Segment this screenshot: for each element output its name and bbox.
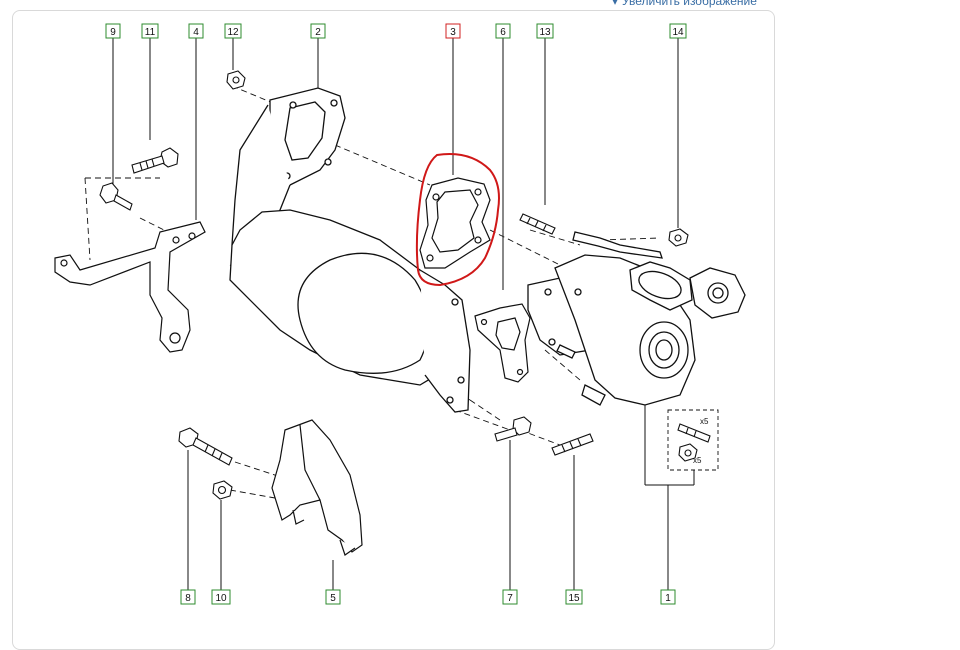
bolt-9 — [99, 182, 133, 211]
callout-12[interactable]: 12 — [224, 23, 242, 39]
callout-9-label: 9 — [110, 27, 116, 38]
turbocharger-part — [527, 231, 746, 406]
callout-10[interactable]: 10 — [211, 589, 231, 605]
leader-lines — [112, 37, 695, 590]
callout-labels: 9 11 4 12 2 3 6 13 — [105, 23, 687, 605]
callout-4[interactable]: 4 — [188, 23, 204, 39]
callout-1-label: 1 — [665, 593, 671, 604]
callout-4-label: 4 — [193, 27, 199, 38]
callout-12-label: 12 — [227, 27, 239, 38]
callout-8-label: 8 — [185, 593, 191, 604]
callout-7[interactable]: 7 — [502, 589, 518, 605]
quantity-box — [667, 409, 719, 471]
nut-12 — [226, 70, 246, 90]
bracket-part — [54, 221, 206, 353]
callout-2[interactable]: 2 — [310, 23, 326, 39]
callout-8[interactable]: 8 — [180, 589, 196, 605]
callout-15-label: 15 — [568, 593, 580, 604]
callout-6[interactable]: 6 — [495, 23, 511, 39]
enlarge-image-label: Увеличить изображение — [622, 0, 757, 8]
exploded-parts-diagram: x5 x5 9 11 — [54, 23, 746, 605]
callout-5[interactable]: 5 — [325, 589, 341, 605]
callout-1[interactable]: 1 — [660, 589, 676, 605]
stud-15 — [551, 433, 594, 456]
bolt-7 — [494, 416, 532, 442]
callout-3[interactable]: 3 — [445, 23, 461, 39]
chevron-down-icon: ▾ — [612, 0, 619, 8]
callout-2-label: 2 — [315, 27, 321, 38]
nut-kit — [678, 443, 698, 462]
callout-13-label: 13 — [539, 27, 551, 38]
catalytic-converter-part — [229, 87, 471, 413]
heat-shield-bracket-part — [271, 419, 363, 556]
callout-10-label: 10 — [215, 593, 227, 604]
gasket-part — [419, 177, 491, 269]
stud-kit — [677, 423, 711, 443]
callout-5-label: 5 — [330, 593, 336, 604]
enlarge-image-link[interactable]: ▾Увеличить изображение — [612, 0, 757, 8]
stud-quantity: x5 — [700, 417, 709, 426]
stud-13 — [519, 213, 556, 235]
callout-14-label: 14 — [672, 27, 684, 38]
callout-11[interactable]: 11 — [141, 23, 159, 39]
callout-15[interactable]: 15 — [565, 589, 583, 605]
nut-14 — [668, 228, 689, 247]
callout-9[interactable]: 9 — [105, 23, 121, 39]
callout-13[interactable]: 13 — [536, 23, 554, 39]
nut-10 — [212, 480, 233, 500]
callout-7-label: 7 — [507, 593, 513, 604]
bolt-11 — [131, 147, 179, 174]
callout-14[interactable]: 14 — [669, 23, 687, 39]
callout-3-label: 3 — [450, 27, 456, 38]
callout-11-label: 11 — [145, 27, 156, 38]
highlight-ring — [415, 153, 500, 287]
turbo-gasket-part — [474, 303, 531, 383]
callout-6-label: 6 — [500, 27, 506, 38]
nut-quantity: x5 — [693, 456, 702, 465]
bolt-8 — [178, 427, 233, 466]
